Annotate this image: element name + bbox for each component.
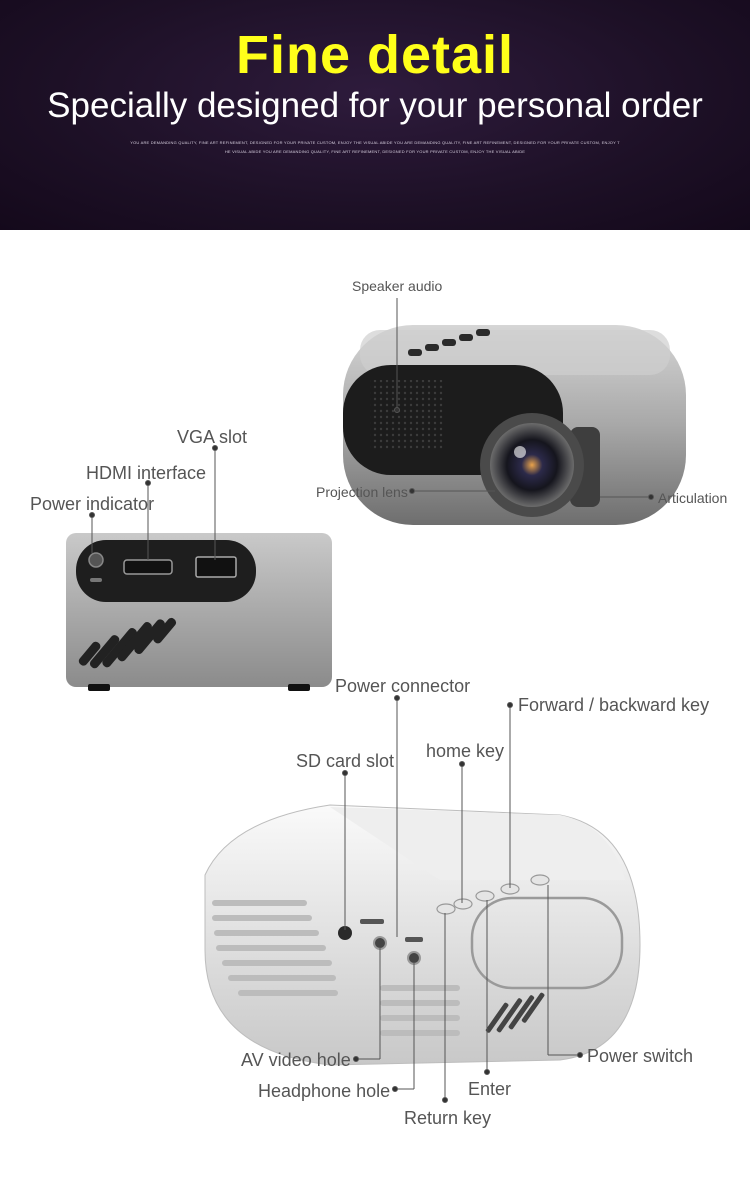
label-return-key: Return key [404,1108,492,1128]
projector-white-view [204,804,641,1066]
label-speaker-audio: Speaker audio [352,278,443,294]
label-projection-lens: Projection lens [316,484,408,500]
label-sd-card-slot: SD card slot [296,751,395,771]
label-vga-slot: VGA slot [177,427,248,447]
label-articulation: Articulation [658,490,728,506]
label-headphone-hole: Headphone hole [258,1081,391,1101]
top-control-buttons [408,329,490,356]
label-hdmi-interface: HDMI interface [86,463,207,483]
label-power-indicator: Power indicator [30,494,155,514]
page-subtitle: Specially designed for your personal ord… [47,86,703,125]
label-power-switch: Power switch [587,1046,694,1066]
header-banner: Fine detail Specially designed for your … [0,0,750,230]
projector-back-view [66,533,332,691]
projector-top-view [343,325,686,525]
fine-print-line-2: HE VISUAL ABIDE YOU ARE DEMANDING QUALIT… [224,149,526,154]
label-power-connector: Power connector [335,676,471,696]
label-av-video-hole: AV video hole [241,1050,351,1070]
label-enter: Enter [468,1079,512,1099]
page-title: Fine detail [235,25,515,85]
fine-print-line-1: YOU ARE DEMANDING QUALITY, FINE ART REFI… [130,140,620,145]
label-home-key: home key [426,741,505,761]
callout-lines [89,298,654,1103]
label-forward-backward-key: Forward / backward key [518,695,710,715]
